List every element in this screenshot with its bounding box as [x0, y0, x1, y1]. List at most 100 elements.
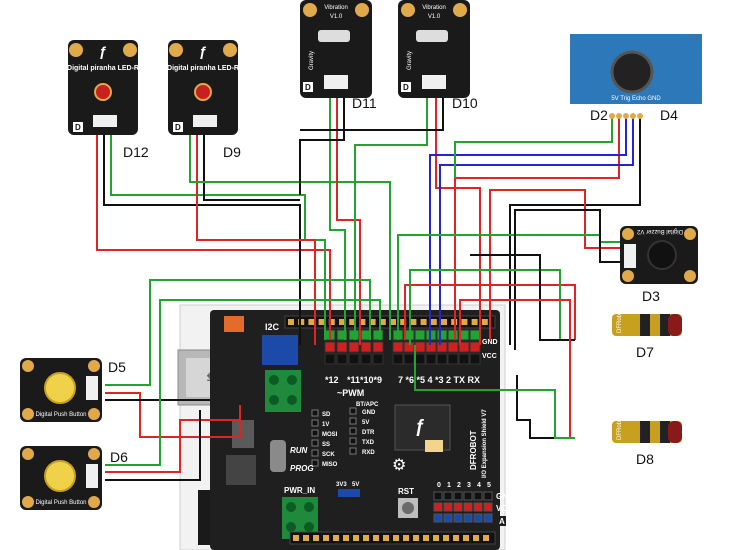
- header-hole: [288, 319, 294, 325]
- analog-pin: [483, 491, 493, 501]
- header-hole: [383, 535, 389, 541]
- analog-pin: [483, 502, 493, 512]
- wire-us-blue-2: [439, 118, 634, 345]
- mount-hole: [622, 228, 634, 240]
- led-icon: [94, 83, 112, 101]
- mount-hole: [684, 270, 696, 282]
- header-pin: [336, 353, 348, 365]
- header-pin: [372, 329, 384, 341]
- header-hole: [339, 319, 345, 325]
- header-hole: [393, 535, 399, 541]
- wire-d12-black: [103, 128, 301, 345]
- header-pin: [447, 353, 459, 365]
- module-ultrasonic: 5V Trig Echo GND: [570, 34, 702, 119]
- wire-d10-red: [435, 98, 481, 345]
- header-pin: [469, 329, 481, 341]
- d6-title: Digital Push Button: [35, 500, 86, 506]
- header-hole: [369, 319, 376, 325]
- run-prog-switch[interactable]: [270, 440, 286, 472]
- mount-hole: [684, 228, 696, 240]
- analog-pin: [463, 491, 473, 501]
- logo-icon: ƒ: [415, 416, 425, 436]
- v33-label: 3V3: [336, 482, 347, 488]
- module-button-d6: Digital Push Button: [20, 446, 102, 510]
- a-label: A: [499, 517, 505, 526]
- header-pin: [436, 341, 448, 353]
- analog-pin: [433, 513, 443, 523]
- mount-hole: [169, 43, 183, 57]
- header-pin: [392, 341, 404, 353]
- icsp-pin-label: MISO: [322, 462, 338, 468]
- module-ir-d8: DFRobot: [612, 416, 682, 443]
- header-pin: [425, 353, 437, 365]
- header-hole: [379, 319, 386, 325]
- analog-number: 0: [437, 482, 441, 489]
- header-pin: [324, 341, 336, 353]
- vibration-motor: [318, 30, 350, 42]
- header-pin: [447, 341, 459, 353]
- header-pin: [469, 341, 481, 353]
- analog-pin: [443, 513, 453, 523]
- wire-d11-green: [329, 98, 346, 340]
- analog-pin: [483, 513, 493, 523]
- wire-buzzer-red: [489, 189, 620, 340]
- header-hole: [430, 319, 437, 325]
- wire-d10-green: [354, 98, 428, 340]
- gnd-label-top: GND: [482, 339, 498, 346]
- d12-label: D12: [123, 144, 149, 160]
- wire-d11-red: [336, 98, 361, 345]
- serial-pin-label: 5V: [362, 420, 369, 426]
- d8-label: D8: [636, 451, 654, 467]
- wire-d10-black: [300, 98, 444, 131]
- analog-pin: [453, 502, 463, 512]
- pwr-in-label: PWR_IN: [284, 486, 315, 495]
- push-button-icon[interactable]: [44, 372, 76, 404]
- header-hole: [441, 319, 447, 325]
- connector: [193, 115, 217, 127]
- terminal-screw: [287, 375, 297, 385]
- reset-button-cap[interactable]: [402, 502, 414, 514]
- analog-number: 4: [477, 482, 481, 489]
- module-ir-d7: DFRobot: [612, 309, 682, 336]
- header-hole: [298, 319, 305, 325]
- connector: [93, 115, 117, 127]
- analog-pin: [433, 491, 443, 501]
- push-button-icon[interactable]: [44, 460, 76, 492]
- header-pin: [469, 353, 481, 365]
- connector: [624, 244, 636, 268]
- header-hole: [359, 319, 366, 325]
- d10-label: D10: [452, 95, 478, 111]
- d6-label: D6: [110, 449, 128, 465]
- header-hole: [481, 319, 488, 325]
- analog-pin: [443, 491, 453, 501]
- terminal-screw: [287, 395, 297, 405]
- ir-d8-brand: DFRobot: [617, 416, 623, 440]
- mount-hole: [88, 360, 100, 372]
- wire-d8-black: [516, 375, 575, 439]
- voltage-selector[interactable]: [338, 489, 360, 497]
- header-hole: [303, 535, 309, 541]
- header-hole: [413, 535, 419, 541]
- header-pin: [436, 329, 448, 341]
- serial-pin-label: DTR: [362, 430, 375, 436]
- serial-pin: [349, 407, 357, 415]
- d10-version: V1.0: [428, 14, 441, 20]
- icsp-pin: [311, 419, 319, 427]
- icsp-pin: [311, 409, 319, 417]
- header-pin: [458, 353, 470, 365]
- header-hole: [483, 535, 489, 541]
- wire-d7-black: [470, 254, 575, 341]
- svg-text:D: D: [403, 83, 409, 92]
- terminal-screw: [304, 522, 314, 532]
- icsp-pin-label: SS: [322, 442, 330, 448]
- mount-hole: [88, 408, 100, 420]
- buzzer-title: Digital Buzzer V2: [636, 228, 683, 234]
- serial-pin-label: GND: [362, 410, 376, 416]
- module-d12-led: ƒ Digital piranha LED-R D: [67, 40, 139, 135]
- icsp-pin-label: SD: [322, 412, 331, 418]
- ir-d7-brand: DFRobot: [617, 309, 623, 333]
- top-button[interactable]: [224, 316, 244, 332]
